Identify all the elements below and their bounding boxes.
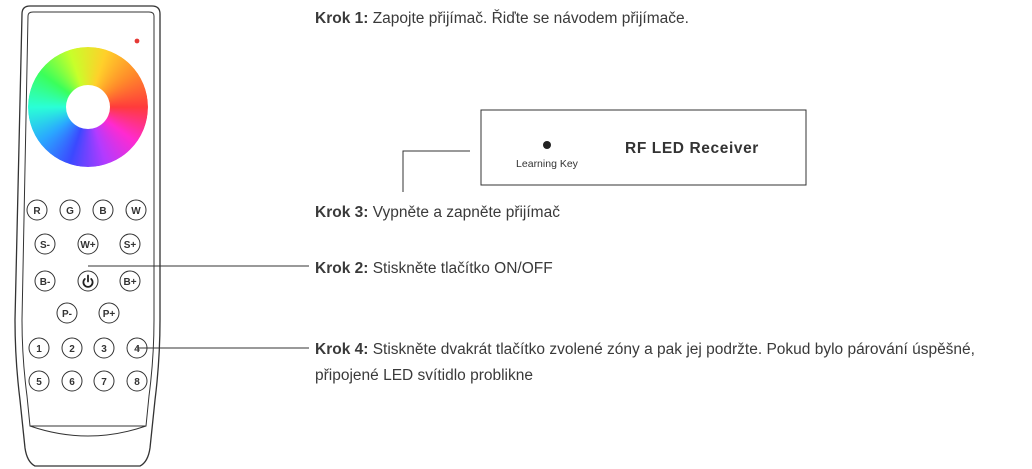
remote-button-circle	[26, 199, 48, 221]
step-3-text: Vypněte a zapněte přijímač	[368, 204, 560, 221]
remote-button-label: 7	[101, 377, 107, 388]
step-1-text: Zapojte přijímač. Řiďte se návodem přijí…	[368, 10, 689, 27]
remote-button-circle	[28, 337, 50, 359]
step-4-text: Stiskněte dvakrát tlačítko zvolené zóny …	[315, 341, 975, 384]
remote-button-label: S+	[124, 240, 137, 251]
remote-bottom-curve	[29, 425, 147, 437]
remote-button[interactable]: 1	[28, 337, 50, 359]
remote-button-circle	[28, 370, 50, 392]
step-2-label: Krok 2:	[315, 260, 369, 277]
remote-button[interactable]: 7	[93, 370, 115, 392]
color-wheel-center	[66, 85, 110, 129]
remote-button-label: R	[33, 206, 41, 217]
remote-button-circle	[56, 302, 78, 324]
receiver-outline	[480, 109, 807, 186]
remote-button-label: B-	[40, 277, 51, 288]
remote-button-label: 4	[134, 344, 140, 355]
remote-button-circle	[77, 233, 99, 255]
remote-button-circle	[126, 370, 148, 392]
remote-button-label: P+	[103, 309, 116, 320]
remote-button[interactable]: P+	[98, 302, 120, 324]
power-icon	[82, 274, 94, 288]
remote-button[interactable]: 3	[93, 337, 115, 359]
step-2: Krok 2: Stiskněte tlačítko ON/OFF	[315, 256, 553, 282]
remote-button[interactable]: S-	[34, 233, 56, 255]
remote-button-circle	[59, 199, 81, 221]
step-1: Krok 1: Zapojte přijímač. Řiďte se návod…	[315, 6, 689, 32]
remote-button[interactable]: 5	[28, 370, 50, 392]
remote-button-label: 2	[69, 344, 75, 355]
remote-button[interactable]: G	[59, 199, 81, 221]
remote-button[interactable]: W	[125, 199, 147, 221]
learning-key-button[interactable]	[543, 141, 551, 149]
remote-button-circle	[125, 199, 147, 221]
remote-button-label: G	[66, 206, 74, 217]
remote-inner-outline	[21, 11, 155, 427]
remote-buttons: R G B W S- W+ S+ B- B+ P- P+ 1 2 3 4 5 6 7 8	[26, 199, 148, 392]
remote-button-circle	[119, 270, 141, 292]
remote-button[interactable]: P-	[56, 302, 78, 324]
learning-key-label: Learning Key	[516, 158, 579, 170]
remote-button[interactable]: W+	[77, 233, 99, 255]
remote-button[interactable]: 6	[61, 370, 83, 392]
remote-button[interactable]: B+	[119, 270, 141, 292]
remote-button-label: S-	[40, 240, 50, 251]
remote-button-label: W	[131, 206, 141, 217]
remote-button-label: 5	[36, 377, 42, 388]
step-3-label: Krok 3:	[315, 204, 369, 221]
remote-button[interactable]: B	[92, 199, 114, 221]
remote-button-label: 6	[69, 377, 75, 388]
remote-button-circle	[92, 199, 114, 221]
remote-button[interactable]: 2	[61, 337, 83, 359]
step-3: Krok 3: Vypněte a zapněte přijímač	[315, 200, 560, 226]
remote-button-circle	[119, 233, 141, 255]
power-button[interactable]	[77, 270, 99, 292]
remote-button-label: P-	[62, 309, 72, 320]
remote-button-label: W+	[80, 240, 95, 251]
remote-button-circle	[34, 233, 56, 255]
remote-button[interactable]: 8	[126, 370, 148, 392]
step-4: Krok 4: Stiskněte dvakrát tlačítko zvole…	[315, 337, 1027, 389]
remote-button-circle	[34, 270, 56, 292]
leader-line-step3	[402, 150, 470, 192]
remote-button-circle	[93, 337, 115, 359]
remote-button[interactable]: B-	[34, 270, 56, 292]
remote-button-label: 1	[36, 344, 42, 355]
step-4-label: Krok 4:	[315, 341, 369, 358]
indicator-led	[134, 38, 140, 44]
remote-button-circle	[61, 370, 83, 392]
remote-button-circle	[93, 370, 115, 392]
remote-button-label: B+	[123, 277, 136, 288]
remote-button-label: 3	[101, 344, 107, 355]
step-2-text: Stiskněte tlačítko ON/OFF	[368, 260, 553, 277]
remote-button[interactable]: S+	[119, 233, 141, 255]
receiver-title: RF LED Receiver	[625, 140, 759, 157]
remote-button-circle	[98, 302, 120, 324]
remote-button-label: 8	[134, 377, 140, 388]
remote-button-label: B	[99, 206, 106, 217]
remote-button[interactable]: R	[26, 199, 48, 221]
remote-button-circle	[61, 337, 83, 359]
receiver-box: Learning Key RF LED Receiver	[480, 109, 807, 186]
step-1-label: Krok 1:	[315, 10, 369, 27]
